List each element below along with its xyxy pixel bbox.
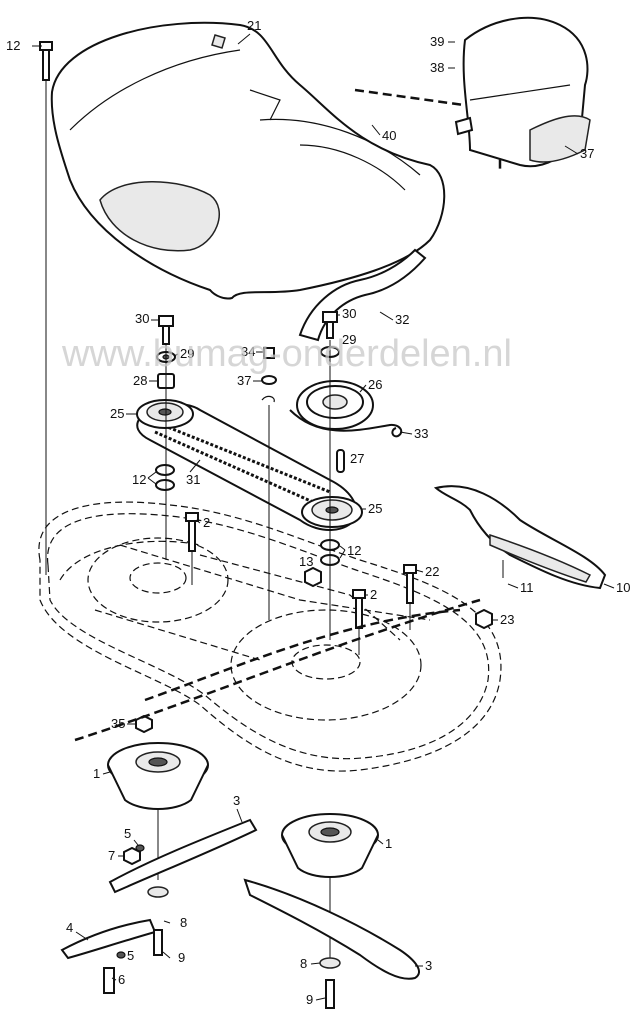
callout-35: 35: [111, 716, 125, 731]
callout-7: 7: [108, 848, 115, 863]
callout-12-right: 12: [347, 543, 361, 558]
callout-13: 13: [299, 554, 313, 569]
callout-39: 38: [430, 60, 444, 75]
callout-11: 11: [520, 580, 534, 595]
callout-37: 37: [237, 373, 251, 388]
deck-cover: [50, 21, 446, 300]
callout-4: 4: [66, 920, 73, 935]
spindle-right: [281, 813, 379, 878]
callout-9-left: 9: [178, 950, 185, 965]
callout-33: 33: [414, 426, 428, 441]
idler-pulley: [296, 380, 374, 430]
belt-guide: [298, 248, 427, 342]
callout-40: 39: [430, 34, 444, 49]
pulley-left: [136, 399, 194, 429]
callout-31: 31: [186, 472, 200, 487]
callout-25-right: 25: [368, 501, 382, 516]
callout-9-right: 9: [306, 992, 313, 1007]
side-chute: [433, 485, 607, 590]
callout-12-left: 12: [132, 472, 146, 487]
callout-3-left: 3: [233, 793, 240, 808]
callout-2-left: 2: [203, 515, 210, 530]
callout-10: 10: [616, 580, 630, 595]
callout-8-right: 8: [300, 956, 307, 971]
callout-8-left: 8: [180, 915, 187, 930]
callout-22: 22: [425, 564, 439, 579]
watermark-text: www.bumag-onderdelen.nl: [61, 333, 512, 375]
callout-1-right: 1: [385, 836, 392, 851]
spindle-left: [107, 742, 209, 810]
blade-left-assembly: [60, 818, 258, 994]
callout-1-left: 1: [93, 766, 100, 781]
callout-25-left: 25: [110, 406, 124, 421]
callout-2-right: 2: [370, 587, 377, 602]
callout-34: 34: [241, 344, 255, 359]
callout-30-left: 30: [135, 311, 149, 326]
callout-6: 6: [118, 972, 125, 987]
callout-5-lower: 5: [127, 948, 134, 963]
blade-right-assembly: [243, 878, 420, 1009]
callout-41: 40: [382, 128, 396, 143]
callout-5-upper: 5: [124, 826, 131, 841]
callout-24: 12: [6, 38, 20, 53]
callout-26: 26: [368, 377, 382, 392]
callout-labels: 12 21 39 38 40 37 30 30 32 29 29 34 37 2…: [6, 18, 630, 1007]
callout-32: 32: [395, 312, 409, 327]
callout-29-left: 29: [180, 346, 194, 361]
callout-38: 37: [580, 146, 594, 161]
side-bracket: [454, 16, 591, 168]
pivot-pin: [336, 449, 345, 473]
callout-30-right: 30: [342, 306, 356, 321]
mower-deck: [38, 501, 502, 772]
callout-27: 27: [350, 451, 364, 466]
callout-28: 28: [133, 373, 147, 388]
callout-23: 23: [500, 612, 514, 627]
callout-21: 21: [247, 18, 261, 33]
pulley-right: [301, 496, 363, 528]
callout-29-right: 29: [342, 332, 356, 347]
callout-3-right: 3: [425, 958, 432, 973]
